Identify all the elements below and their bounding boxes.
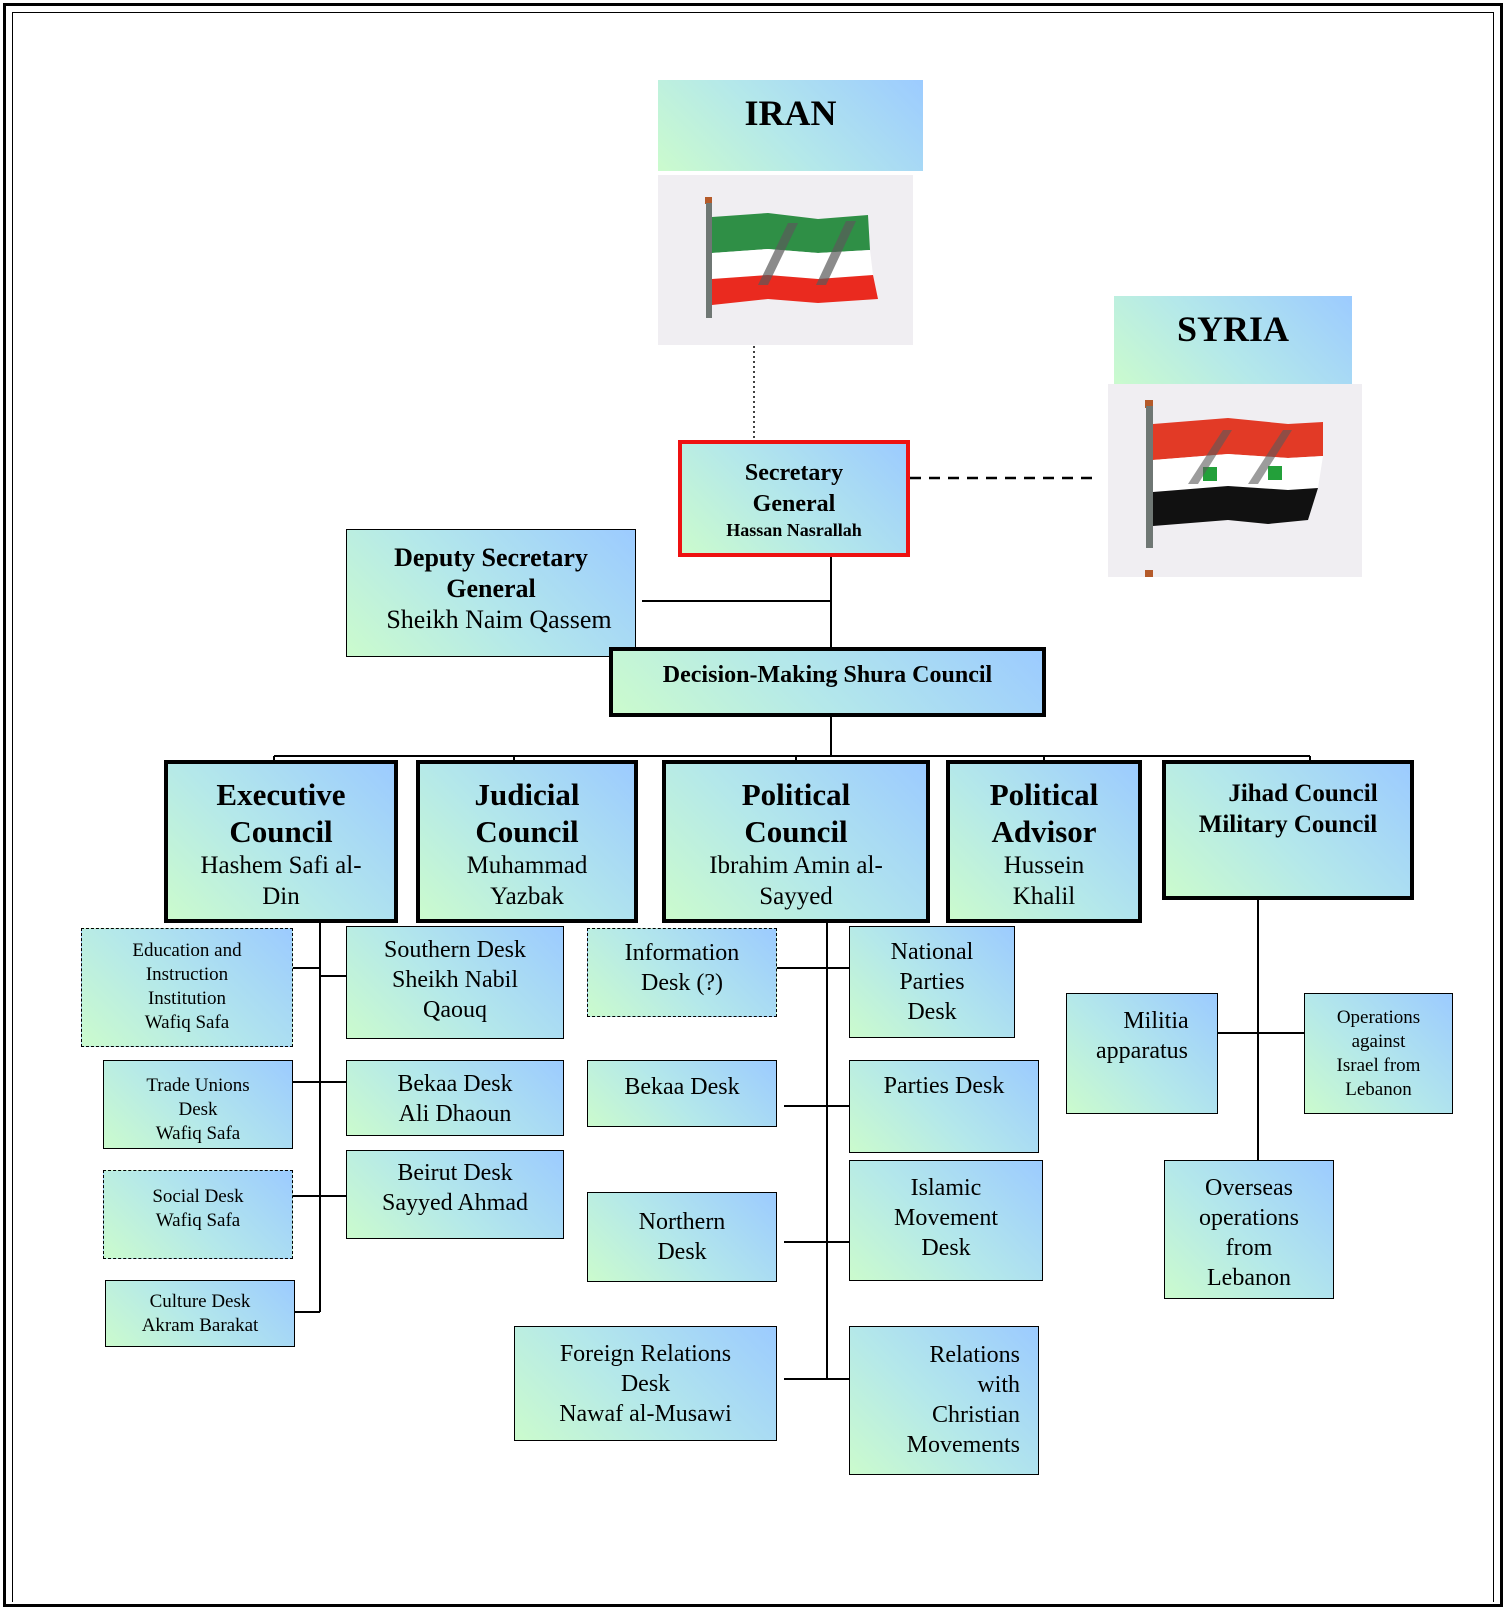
political-advisor-title: Political Advisor	[989, 777, 1099, 849]
beirut-desk-line1: Beirut Desk	[397, 1160, 513, 1186]
national-parties-desk-box: National Parties Desk	[849, 926, 1015, 1038]
social-desk-head: Wafiq Safa	[155, 1210, 241, 1231]
christian-relations-desk-line2: with	[977, 1372, 1020, 1398]
education-desk-head: Wafiq Safa	[144, 1012, 230, 1033]
executive-council-head: Hashem Safi al-Din	[200, 852, 362, 910]
secretary-general-title: Secretary General	[744, 460, 844, 517]
christian-relations-desk-line3: Christian	[932, 1402, 1020, 1428]
northern-desk-line2: Desk	[657, 1239, 707, 1265]
christian-relations-desk-box: Relations with Christian Movements	[849, 1326, 1039, 1475]
education-desk-line3: Institution	[147, 988, 227, 1009]
judicial-council-head: Muhammad Yazbak	[466, 852, 588, 910]
militia-apparatus-line2: apparatus	[1096, 1038, 1188, 1064]
operations-against-israel-box: Operations against Israel from Lebanon	[1304, 993, 1453, 1114]
christian-relations-desk-line1: Relations	[929, 1342, 1020, 1368]
political-council-head: Ibrahim Amin al-Sayyed	[709, 852, 883, 910]
deputy-box: Deputy Secretary General Sheikh Naim Qas…	[346, 529, 636, 657]
beirut-desk-box: Beirut Desk Sayyed Ahmad	[346, 1150, 564, 1239]
exec-bekaa-desk-box: Bekaa Desk Ali Dhaoun	[346, 1060, 564, 1136]
militia-apparatus-box: Militia apparatus	[1066, 993, 1218, 1114]
christian-relations-desk-line4: Movements	[906, 1432, 1020, 1458]
trade-unions-desk-head: Wafiq Safa	[155, 1123, 241, 1144]
overseas-line2: operations	[1199, 1205, 1299, 1231]
islamic-movement-desk-box: Islamic Movement Desk	[849, 1160, 1043, 1281]
trade-unions-desk-line1: Trade Unions	[146, 1075, 250, 1096]
information-desk-line1: Information	[624, 940, 740, 966]
deputy-name: Sheikh Naim Qassem	[386, 605, 612, 634]
syria-flag-svg	[1145, 400, 1323, 577]
military-council-title: Military Council	[1198, 811, 1378, 838]
outer-frame	[3, 3, 1503, 1607]
jihad-council-title: Jihad Council	[1228, 780, 1378, 807]
foreign-relations-desk-head: Nawaf al-Musawi	[559, 1401, 732, 1427]
southern-desk-line3: Qaouq	[423, 997, 487, 1023]
education-desk-box: Education and Instruction Institution Wa…	[81, 928, 293, 1047]
iran-label-box: IRAN	[658, 80, 923, 171]
overseas-operations-box: Overseas operations from Lebanon	[1164, 1160, 1334, 1299]
judicial-council-box: Judicial Council Muhammad Yazbak	[416, 760, 638, 923]
culture-desk-head: Akram Barakat	[141, 1315, 259, 1336]
executive-council-box: Executive Council Hashem Safi al-Din	[164, 760, 398, 923]
exec-bekaa-desk-head: Ali Dhaoun	[398, 1101, 512, 1127]
overseas-line3: from	[1225, 1235, 1273, 1261]
parties-desk-line1: Parties Desk	[883, 1073, 1005, 1099]
shura-council-label: Decision-Making Shura Council	[662, 662, 993, 688]
political-council-box: Political Council Ibrahim Amin al-Sayyed	[662, 760, 930, 923]
exec-bekaa-desk-line1: Bekaa Desk	[397, 1071, 513, 1097]
northern-desk-box: Northern Desk	[587, 1192, 777, 1282]
education-desk-line2: Instruction	[145, 964, 229, 985]
northern-desk-line1: Northern	[638, 1209, 726, 1235]
social-desk-line1: Social Desk	[152, 1186, 244, 1207]
islamic-movement-desk-line1: Islamic	[910, 1175, 982, 1201]
pol-bekaa-desk-line1: Bekaa Desk	[624, 1074, 740, 1100]
secretary-general-name: Hassan Nasrallah	[726, 520, 862, 540]
political-advisor-box: Political Advisor Hussein Khalil	[946, 760, 1142, 923]
operations-line2: against	[1351, 1031, 1406, 1052]
beirut-desk-head: Sayyed Ahmad	[382, 1190, 528, 1216]
syria-flag	[1108, 384, 1362, 577]
syria-label: SYRIA	[1176, 309, 1290, 349]
political-council-title: Political Council	[741, 777, 851, 849]
islamic-movement-desk-line2: Movement	[894, 1205, 998, 1231]
operations-line1: Operations	[1336, 1007, 1421, 1028]
overseas-line4: Lebanon	[1207, 1265, 1291, 1291]
iran-label: IRAN	[744, 93, 837, 133]
information-desk-line2: Desk (?)	[641, 970, 723, 996]
national-parties-desk-line1: National	[890, 939, 974, 965]
southern-desk-line2: Sheikh Nabil	[392, 967, 518, 993]
national-parties-desk-line2: Parties	[899, 969, 965, 995]
iran-flag	[658, 175, 913, 345]
culture-desk-line1: Culture Desk	[149, 1291, 251, 1312]
southern-desk-box: Southern Desk Sheikh Nabil Qaouq	[346, 926, 564, 1039]
foreign-relations-desk-box: Foreign Relations Desk Nawaf al-Musawi	[514, 1326, 777, 1441]
militia-apparatus-line1: Militia	[1123, 1008, 1189, 1034]
overseas-line1: Overseas	[1205, 1175, 1293, 1201]
trade-unions-desk-line2: Desk	[178, 1099, 218, 1120]
iran-flag-svg	[705, 197, 878, 318]
foreign-relations-desk-line1: Foreign Relations	[559, 1341, 732, 1367]
foreign-relations-desk-line2: Desk	[620, 1371, 671, 1397]
parties-desk-box: Parties Desk	[849, 1060, 1039, 1153]
pol-bekaa-desk-box: Bekaa Desk	[587, 1060, 777, 1127]
operations-line3: Israel from	[1336, 1055, 1421, 1076]
judicial-council-title: Judicial Council	[474, 777, 580, 849]
operations-line4: Lebanon	[1345, 1079, 1412, 1100]
islamic-movement-desk-line3: Desk	[921, 1235, 971, 1261]
information-desk-box: Information Desk (?)	[587, 928, 777, 1017]
education-desk-line1: Education and	[132, 940, 242, 961]
shura-council-box: Decision-Making Shura Council	[609, 647, 1046, 717]
executive-council-title: Executive Council	[216, 777, 346, 849]
culture-desk-box: Culture Desk Akram Barakat	[105, 1280, 295, 1347]
social-desk-box: Social Desk Wafiq Safa	[103, 1170, 293, 1259]
southern-desk-line1: Southern Desk	[384, 937, 526, 963]
jihad-council-box: Jihad Council Military Council	[1162, 760, 1414, 900]
secretary-general-box: Secretary General Hassan Nasrallah	[678, 440, 910, 557]
syria-label-box: SYRIA	[1114, 296, 1352, 387]
political-advisor-head: Hussein Khalil	[1003, 852, 1085, 910]
trade-unions-desk-box: Trade Unions Desk Wafiq Safa	[103, 1060, 293, 1149]
national-parties-desk-line3: Desk	[907, 999, 957, 1025]
inner-frame	[12, 12, 1494, 1602]
deputy-title: Deputy Secretary General	[394, 543, 588, 603]
